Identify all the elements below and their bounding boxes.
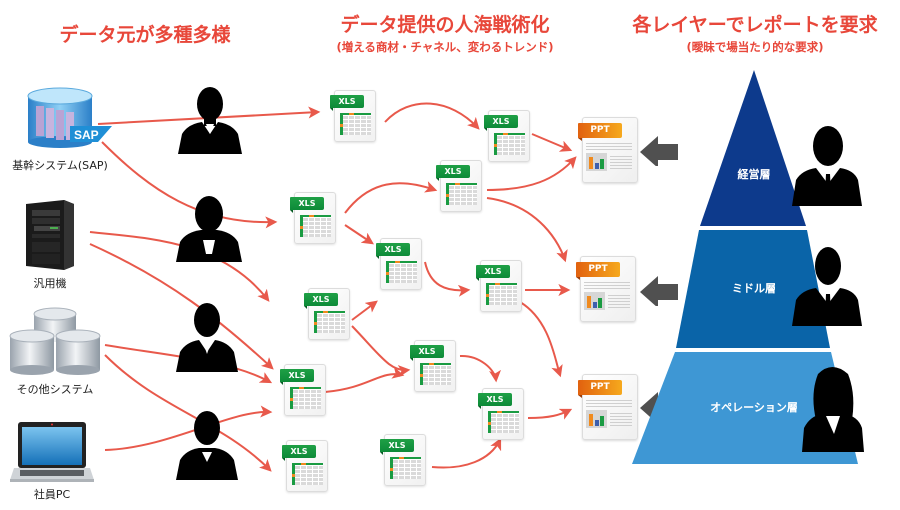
sources-title: データ元が多種多様: [59, 24, 231, 46]
manager-man-icon: [792, 247, 862, 326]
layer-label-middle: ミドル層: [732, 282, 776, 295]
sap-database-icon: SAP: [27, 87, 112, 148]
xls-file-icon: XLS: [304, 288, 350, 340]
flow-arrow: [89, 243, 274, 370]
flow-arrow: [344, 224, 374, 245]
flow-arrow: [531, 133, 573, 152]
database-cluster-icon: [9, 307, 101, 375]
layer-label-executive: 経営層: [737, 168, 771, 181]
ppt-file-icon: PPT: [576, 256, 636, 322]
flow-arrow: [459, 354, 502, 383]
xls-file-icon: XLS: [484, 110, 530, 162]
provision-subtitle: (増える商材・チャネル、変わるトレンド): [336, 40, 554, 54]
reports-title: 各レイヤーでレポートを要求: [632, 14, 878, 36]
ppt-file-icon: PPT: [578, 117, 638, 183]
pyramid-layer-operation: [632, 352, 858, 464]
flow-arrow: [431, 437, 502, 469]
xls-file-icon: XLS: [478, 388, 524, 440]
xls-file-icon: XLS: [380, 434, 426, 486]
flow-arrow: [351, 325, 411, 378]
xls-file-icon: XLS: [476, 260, 522, 312]
svg-text:SAP: SAP: [74, 128, 99, 142]
ppt-file-icon: PPT: [578, 374, 638, 440]
source-mainframe: [24, 200, 76, 270]
flow-arrow: [424, 261, 471, 297]
flow-arrow: [486, 156, 577, 191]
source-sap: SAP: [22, 86, 112, 148]
male-worker-icon: [176, 411, 238, 480]
flow-arrow: [324, 367, 405, 393]
layer-label-operation: オペレーション層: [710, 401, 798, 414]
xls-file-icon: XLS: [282, 440, 328, 492]
laptop-icon: [10, 422, 94, 482]
source-label-mainframe: 汎用機: [33, 277, 67, 290]
flow-arrow: [384, 102, 480, 130]
source-label-pc: 社員PC: [33, 488, 71, 501]
male-worker-icon: [176, 303, 238, 372]
flow-arrow: [104, 354, 272, 472]
xls-file-icon: XLS: [330, 90, 376, 142]
source-label-sap: 基幹システム(SAP): [12, 159, 108, 172]
male-worker-icon: [178, 87, 242, 154]
server-rack-icon: [26, 200, 74, 270]
xls-file-icon: XLS: [410, 340, 456, 392]
flow-arrow: [486, 197, 568, 263]
flow-arrow: [351, 300, 378, 321]
flow-arrow: [344, 181, 438, 214]
operator-woman-icon: [802, 367, 864, 452]
female-worker-headset-icon: [176, 196, 242, 262]
flow-arrow: [101, 141, 278, 229]
xls-file-icon: XLS: [290, 192, 336, 244]
executive-man-icon: [792, 126, 862, 206]
reports-subtitle: (曖昧で場当たり的な要求): [686, 40, 824, 54]
source-pc: [10, 420, 94, 482]
pyramid-layer-middle: [676, 230, 830, 348]
gray-left-arrow-icon: [640, 276, 678, 306]
flow-arrow: [527, 408, 573, 420]
pyramid-layer-executive: [700, 70, 806, 226]
xls-file-icon: XLS: [376, 238, 422, 290]
source-label-other: その他システム: [16, 383, 94, 396]
hierarchy-pyramid: [632, 70, 858, 464]
provision-title: データ提供の人海戦術化: [340, 14, 550, 36]
xls-file-icon: XLS: [280, 364, 326, 416]
gray-left-arrow-icon: [640, 136, 678, 166]
xls-file-icon: XLS: [436, 160, 482, 212]
flow-arrow: [519, 301, 563, 378]
source-other: [8, 306, 102, 376]
